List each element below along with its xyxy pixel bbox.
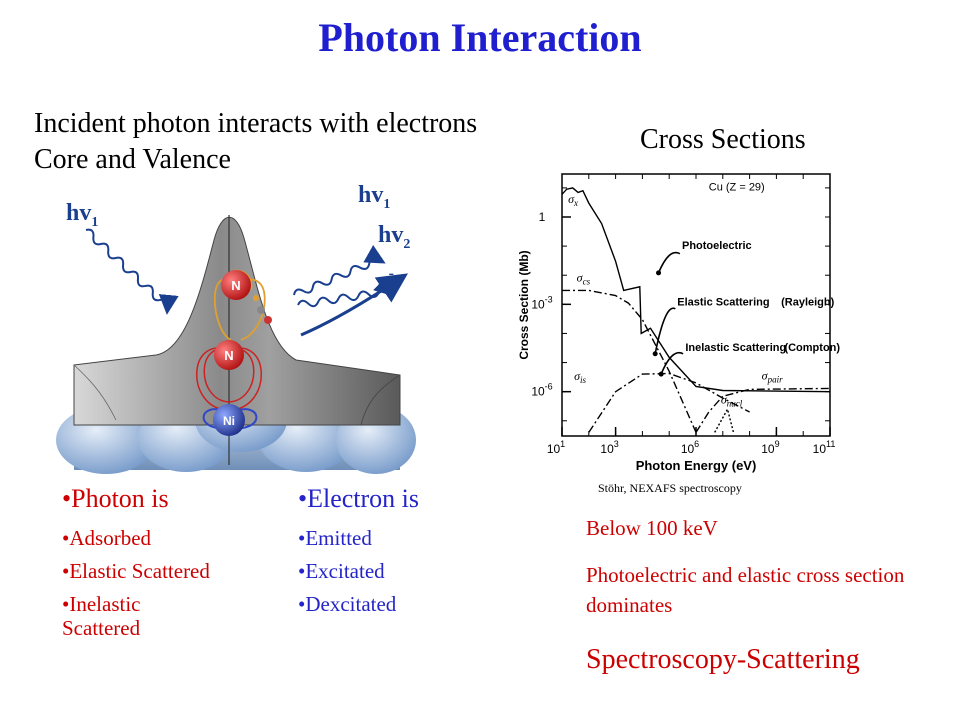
series-label: σcs	[577, 271, 591, 287]
annotation-inelastic: Inelastic Scattering	[685, 342, 786, 354]
intro-text: Incident photon interacts with electrons…	[34, 106, 477, 178]
series-line	[561, 187, 831, 393]
series-label: σnucl	[721, 392, 743, 408]
series-label: σis	[574, 369, 586, 385]
x-axis-label: Photon Energy (eV)	[636, 458, 757, 473]
y-tick-label: 1	[539, 210, 546, 224]
potential-surface	[73, 215, 401, 465]
x-tick-label: 109	[761, 439, 779, 456]
svg-text:Ni: Ni	[223, 414, 235, 428]
annotation-compton: (Compton)	[784, 342, 840, 354]
annotation-arrow	[654, 307, 676, 354]
series-line	[588, 372, 750, 433]
series-line	[695, 387, 831, 433]
photon-interaction-illustration: N N Ni hv1 hv1 hv2 e-	[56, 182, 416, 474]
intro-line-1: Incident photon interacts with electrons	[34, 108, 478, 139]
atom-ni: Ni	[213, 404, 245, 436]
series-label: σx	[568, 192, 578, 208]
annotation-arrow-head	[656, 270, 662, 276]
figure-caption: Stöhr, NEXAFS spectroscopy	[598, 481, 742, 495]
annotation-arrow	[660, 351, 684, 375]
electron-dots	[253, 295, 272, 324]
electron-item: •Excitated	[298, 559, 385, 583]
svg-text:N: N	[231, 278, 240, 293]
emitted-electron-arrow	[300, 273, 408, 337]
x-tick-label: 1011	[813, 439, 836, 456]
y-axis-label: Cross Section (Mb)	[517, 250, 531, 359]
below-100kev-text: Below 100 keV	[586, 516, 718, 540]
series-label: σpair	[762, 369, 783, 385]
atom-n-lower: N	[214, 340, 244, 370]
electron-column: •Electron is •Emitted •Excitated •Dexcit…	[298, 484, 419, 625]
photon-heading: •Photon is	[62, 484, 169, 513]
hv-incident-label: hv1	[66, 200, 98, 230]
atom-n-upper: N	[221, 270, 251, 300]
series-line	[562, 289, 697, 433]
electron-item: •Dexcitated	[298, 592, 397, 616]
electron-label: e-	[378, 265, 394, 294]
photon-item: •Elastic Scattered	[62, 559, 210, 583]
page-title: Photon Interaction	[318, 15, 642, 60]
x-tick-label: 101	[547, 439, 565, 456]
electron-item: •Emitted	[298, 526, 372, 550]
intro-line-2: Core and Valence	[34, 144, 231, 175]
svg-text:N: N	[224, 348, 233, 363]
photon-item: •Inelastic Scattered	[62, 592, 141, 640]
annotation-rayleigh: (Rayleigh)	[781, 297, 835, 309]
electron-heading: •Electron is	[298, 484, 420, 513]
element-label: Cu (Z = 29)	[709, 182, 765, 194]
x-tick-label: 103	[600, 439, 618, 456]
cross-sections-heading: Cross Sections	[640, 124, 806, 155]
y-tick-label: 10-3	[531, 294, 552, 311]
annotation-arrow	[657, 251, 681, 274]
annotation-arrow-head	[658, 371, 664, 377]
photon-column: •Photon is •Adsorbed •Elastic Scattered …	[62, 484, 212, 649]
annotation-photoelectric: Photoelectric	[682, 240, 752, 252]
hv-out1-label: hv1	[358, 182, 390, 212]
y-tick-label: 10-6	[531, 382, 552, 399]
photon-item: •Adsorbed	[62, 526, 152, 550]
incident-photon-wave	[85, 228, 179, 315]
annotation-elastic: Elastic Scattering	[677, 297, 769, 309]
x-tick-label: 106	[681, 439, 699, 456]
outgoing-photon-wave-1	[293, 244, 386, 296]
hv-out2-label: hv2	[378, 222, 410, 252]
series-line	[714, 407, 735, 433]
spectroscopy-scattering-text: Spectroscopy-Scattering	[586, 644, 860, 675]
photoelectric-dominates-text: Photoelectric and elastic cross section …	[586, 563, 905, 617]
annotation-arrow-head	[652, 351, 658, 357]
